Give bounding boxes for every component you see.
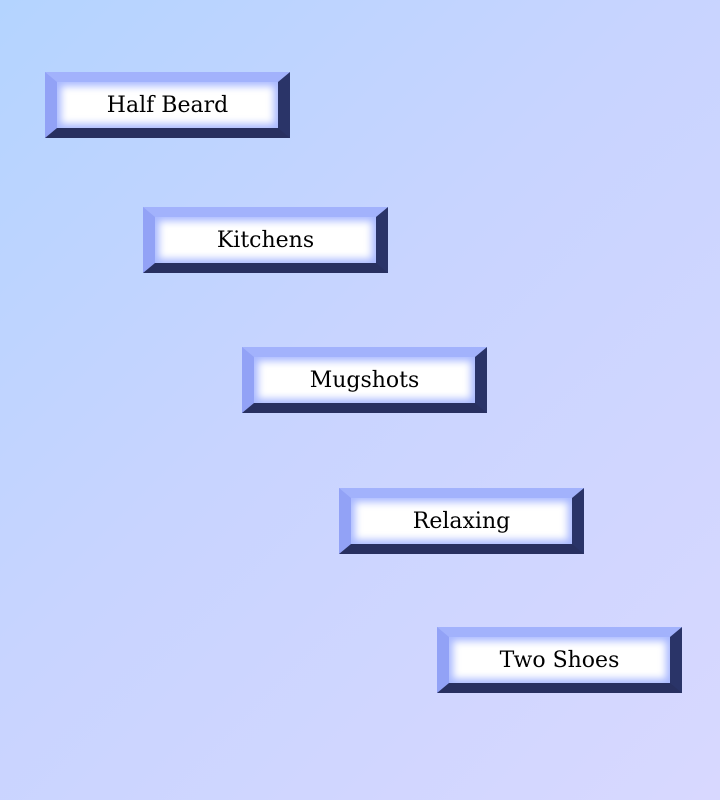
two-shoes-button[interactable]: Two Shoes — [437, 627, 682, 693]
button-label: Half Beard — [106, 92, 229, 118]
mugshots-button[interactable]: Mugshots — [242, 347, 487, 413]
button-label: Two Shoes — [499, 647, 620, 673]
button-label: Relaxing — [412, 508, 511, 534]
button-label: Mugshots — [309, 367, 420, 393]
button-label: Kitchens — [216, 227, 315, 253]
half-beard-button[interactable]: Half Beard — [45, 72, 290, 138]
kitchens-button[interactable]: Kitchens — [143, 207, 388, 273]
relaxing-button[interactable]: Relaxing — [339, 488, 584, 554]
